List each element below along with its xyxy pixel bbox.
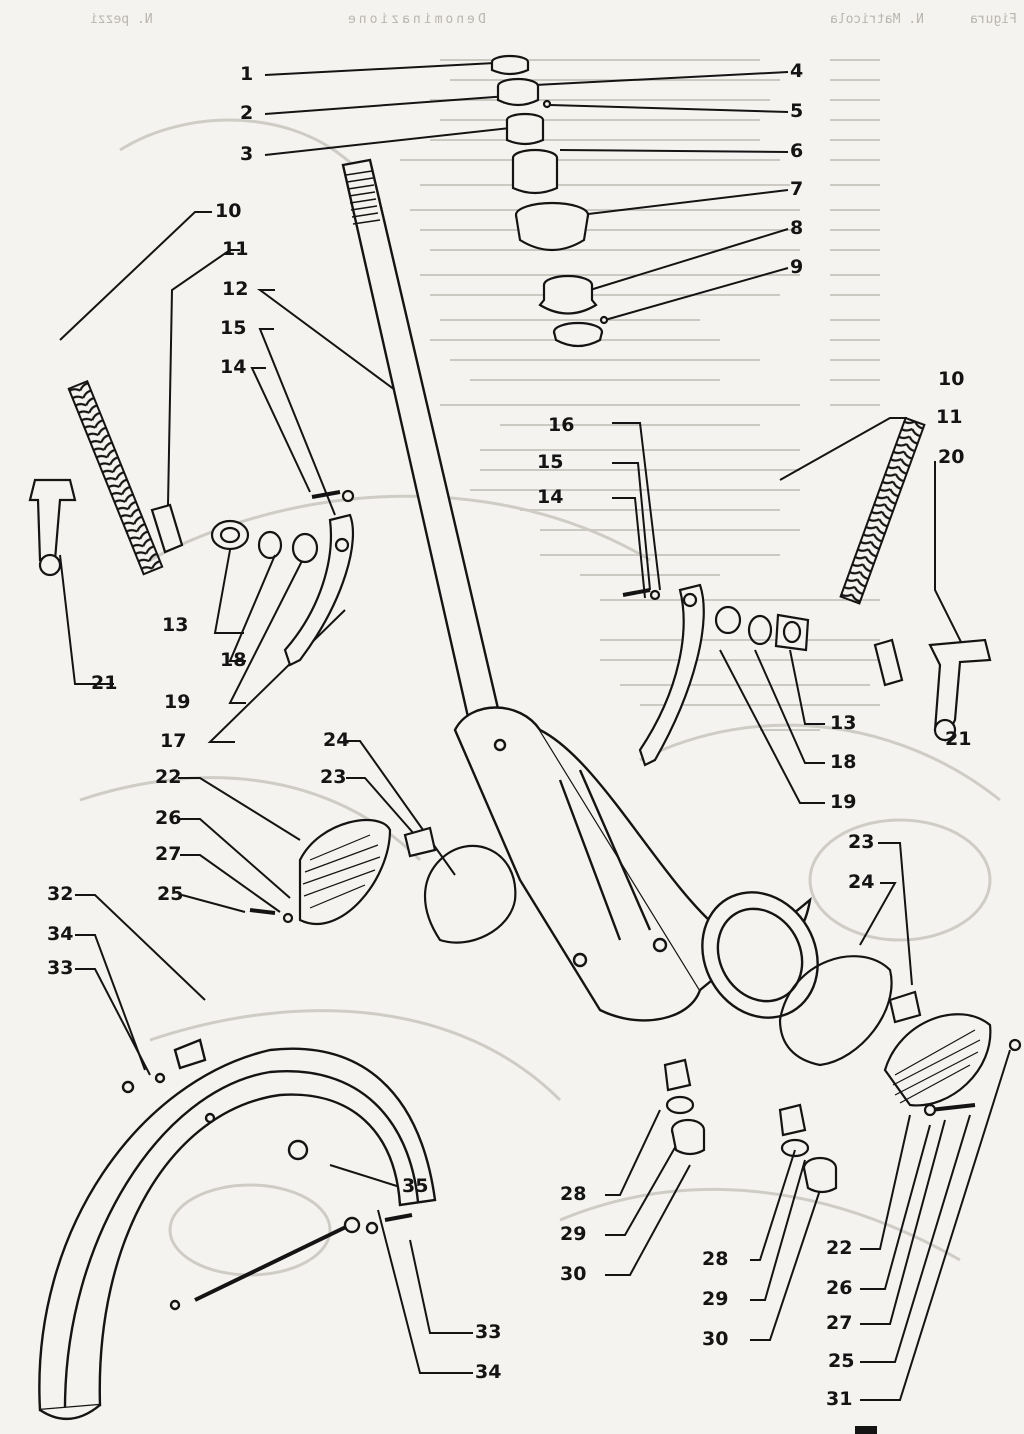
callout-11: 11 bbox=[222, 238, 249, 260]
callout-2: 2 bbox=[240, 102, 254, 124]
callout-26: 26 bbox=[155, 807, 182, 829]
callout-7: 7 bbox=[790, 178, 804, 200]
callout-34: 34 bbox=[475, 1361, 502, 1383]
callout-25: 25 bbox=[828, 1350, 855, 1372]
callout-21: 21 bbox=[91, 672, 118, 694]
callout-28: 28 bbox=[560, 1183, 587, 1205]
callout-26: 26 bbox=[826, 1277, 853, 1299]
callout-34: 34 bbox=[47, 923, 74, 945]
callout-22: 22 bbox=[826, 1237, 853, 1259]
callout-17: 17 bbox=[160, 730, 187, 752]
callout-24: 24 bbox=[848, 871, 875, 893]
callout-18: 18 bbox=[830, 751, 857, 773]
callout-35: 35 bbox=[402, 1175, 429, 1197]
right-hardware bbox=[622, 583, 992, 767]
callout-23: 23 bbox=[848, 831, 875, 853]
callout-5: 5 bbox=[790, 100, 804, 122]
callout-13: 13 bbox=[830, 712, 857, 734]
callout-25: 25 bbox=[157, 883, 184, 905]
callout-28: 28 bbox=[702, 1248, 729, 1270]
callout-9: 9 bbox=[790, 256, 804, 278]
callout-24: 24 bbox=[323, 729, 350, 751]
callout-1: 1 bbox=[240, 63, 254, 85]
callout-16: 16 bbox=[548, 414, 575, 436]
callout-30: 30 bbox=[560, 1263, 587, 1285]
callout-11: 11 bbox=[936, 406, 963, 428]
callout-14: 14 bbox=[537, 486, 564, 508]
callout-15: 15 bbox=[537, 451, 564, 473]
callout-29: 29 bbox=[560, 1223, 587, 1245]
callout-22: 22 bbox=[155, 766, 182, 788]
callout-10: 10 bbox=[215, 200, 242, 222]
callout-33: 33 bbox=[475, 1321, 502, 1343]
callout-23: 23 bbox=[320, 766, 347, 788]
callout-8: 8 bbox=[790, 217, 804, 239]
covers-and-gaskets bbox=[249, 818, 1022, 1117]
callout-27: 27 bbox=[155, 843, 182, 865]
steering-top-stack bbox=[490, 54, 609, 348]
callout-21: 21 bbox=[945, 728, 972, 750]
left-hardware bbox=[28, 478, 355, 667]
callout-32: 32 bbox=[47, 883, 74, 905]
callout-33: 33 bbox=[47, 957, 74, 979]
callout-19: 19 bbox=[164, 691, 191, 713]
callout-10: 10 bbox=[938, 368, 965, 390]
callout-3: 3 bbox=[240, 143, 254, 165]
springs bbox=[67, 379, 926, 605]
fork-column bbox=[341, 158, 819, 1022]
callout-15: 15 bbox=[220, 317, 247, 339]
callout-31: 31 bbox=[826, 1388, 853, 1410]
callout-19: 19 bbox=[830, 791, 857, 813]
callout-30: 30 bbox=[702, 1328, 729, 1350]
callout-27: 27 bbox=[826, 1312, 853, 1334]
mudguard bbox=[38, 1038, 437, 1421]
callout-4: 4 bbox=[790, 60, 804, 82]
callout-14: 14 bbox=[220, 356, 247, 378]
callout-6: 6 bbox=[790, 140, 804, 162]
callout-12: 12 bbox=[222, 278, 249, 300]
callout-20: 20 bbox=[938, 446, 965, 468]
callout-18: 18 bbox=[220, 649, 247, 671]
callout-29: 29 bbox=[702, 1288, 729, 1310]
callout-13: 13 bbox=[162, 614, 189, 636]
page-corner-mark bbox=[855, 1426, 877, 1434]
drain-plugs bbox=[663, 1058, 838, 1194]
